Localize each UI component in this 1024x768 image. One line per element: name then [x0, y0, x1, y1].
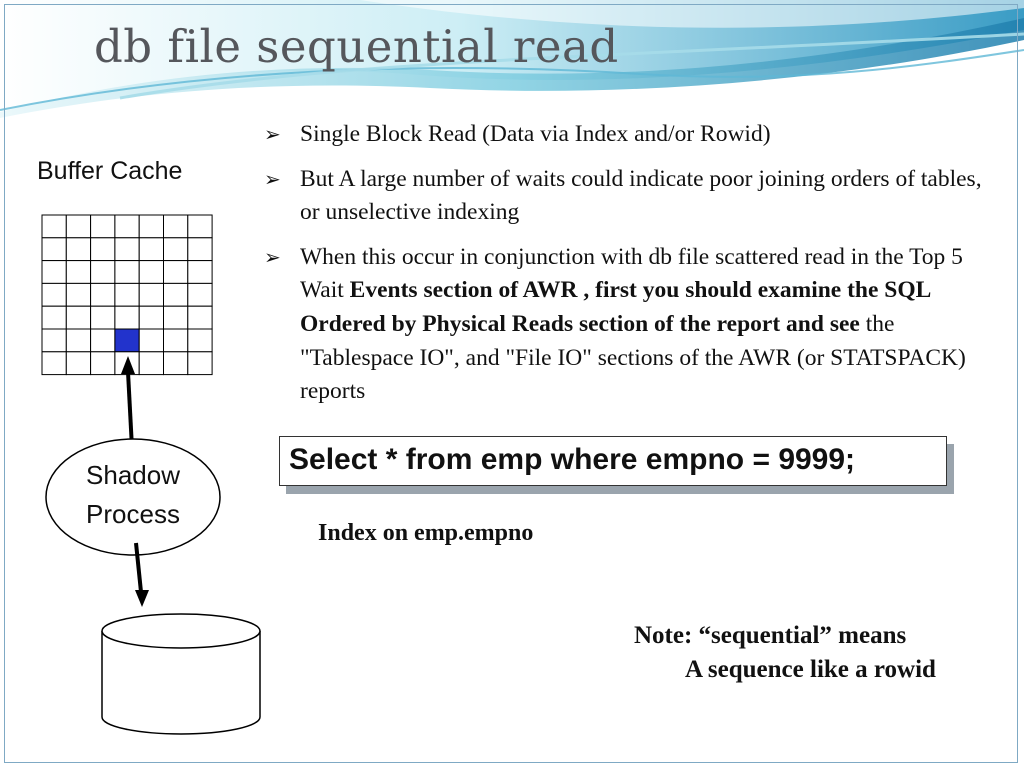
buffer-cache-block — [163, 214, 189, 239]
note-line-1: Note: “sequential” means — [634, 622, 907, 649]
buffer-cache-block — [187, 214, 213, 239]
header-wave-decoration — [0, 0, 1024, 118]
buffer-cache-grid — [41, 214, 213, 376]
index-note: Index on emp.empno — [318, 520, 534, 546]
buffer-cache-block — [187, 237, 213, 262]
arrow-up-line — [126, 371, 134, 449]
arrow-down-head — [135, 590, 149, 607]
buffer-cache-block — [41, 282, 67, 307]
buffer-cache-block — [163, 328, 189, 353]
buffer-cache-block — [138, 351, 164, 376]
buffer-cache-block — [163, 260, 189, 284]
page-title: db file sequential read — [94, 20, 619, 73]
bullet-item: ➢ Single Block Read (Data via Index and/o… — [262, 118, 1002, 152]
bullet-arrow-icon: ➢ — [264, 122, 281, 146]
buffer-cache-block — [41, 328, 67, 353]
bullet-text: Single Block Read (Data via Index and/or… — [300, 121, 771, 147]
buffer-cache-block — [138, 305, 164, 330]
buffer-cache-block — [163, 237, 189, 262]
bullet-text: the "Tablespace IO", and "File IO" secti… — [300, 310, 966, 405]
buffer-cache-block — [65, 237, 92, 262]
buffer-cache-block — [90, 305, 116, 330]
shadow-process-ellipse — [45, 438, 221, 556]
buffer-cache-block — [163, 351, 189, 376]
buffer-cache-block — [138, 214, 164, 239]
buffer-cache-block — [90, 282, 116, 307]
buffer-cache-block — [114, 260, 140, 284]
bullet-text: But A large number of waits could indica… — [300, 165, 982, 226]
shadow-process-label-line1: Shadow — [86, 460, 180, 490]
sql-statement-box: Select * from emp where empno = 9999; — [279, 436, 947, 486]
buffer-cache-block — [138, 282, 164, 307]
buffer-cache-block — [41, 214, 67, 239]
buffer-cache-block — [187, 351, 213, 376]
buffer-cache-block — [65, 305, 92, 330]
note-line-2: A sequence like a rowid — [685, 656, 936, 683]
bullet-item: ➢ When this occur in conjunction with db … — [262, 241, 1002, 409]
bullet-item: ➢ But A large number of waits could indic… — [262, 163, 1002, 230]
buffer-cache-block — [114, 305, 140, 330]
buffer-cache-block — [163, 282, 189, 307]
buffer-cache-block — [187, 328, 213, 353]
buffer-cache-block — [65, 282, 92, 307]
buffer-cache-block-highlighted — [114, 328, 140, 353]
buffer-cache-block — [90, 351, 116, 376]
buffer-cache-block — [114, 237, 140, 262]
bullet-text-bold: Events section of AWR , first you should… — [300, 277, 931, 337]
arrow-down-line — [134, 542, 143, 593]
buffer-cache-block — [138, 328, 164, 353]
bullet-arrow-icon: ➢ — [264, 244, 281, 269]
buffer-cache-block — [90, 260, 116, 284]
buffer-cache-block — [65, 214, 92, 239]
buffer-cache-block — [90, 237, 116, 262]
buffer-cache-block — [187, 260, 213, 284]
bullet-list: ➢ Single Block Read (Data via Index and/o… — [262, 118, 1002, 420]
bullet-text: When this occur in conjunction with db f… — [300, 243, 963, 304]
buffer-cache-block — [114, 282, 140, 307]
database-cylinder-icon — [101, 613, 261, 735]
shadow-process-label-line2: Process — [86, 499, 180, 529]
buffer-cache-block — [114, 214, 140, 239]
buffer-cache-block — [65, 260, 92, 284]
buffer-cache-block — [41, 351, 67, 376]
buffer-cache-block — [138, 237, 164, 262]
buffer-cache-block — [41, 237, 67, 262]
buffer-cache-block — [187, 282, 213, 307]
buffer-cache-block — [65, 328, 92, 353]
buffer-cache-block — [65, 351, 92, 376]
buffer-cache-block — [41, 305, 67, 330]
buffer-cache-label: Buffer Cache — [37, 157, 183, 185]
buffer-cache-block — [90, 214, 116, 239]
buffer-cache-block — [90, 328, 116, 353]
buffer-cache-block — [163, 305, 189, 330]
buffer-cache-block — [41, 260, 67, 284]
arrow-up-head — [121, 356, 135, 374]
buffer-cache-block — [187, 305, 213, 330]
bullet-arrow-icon: ➢ — [264, 166, 281, 191]
buffer-cache-block — [138, 260, 164, 284]
